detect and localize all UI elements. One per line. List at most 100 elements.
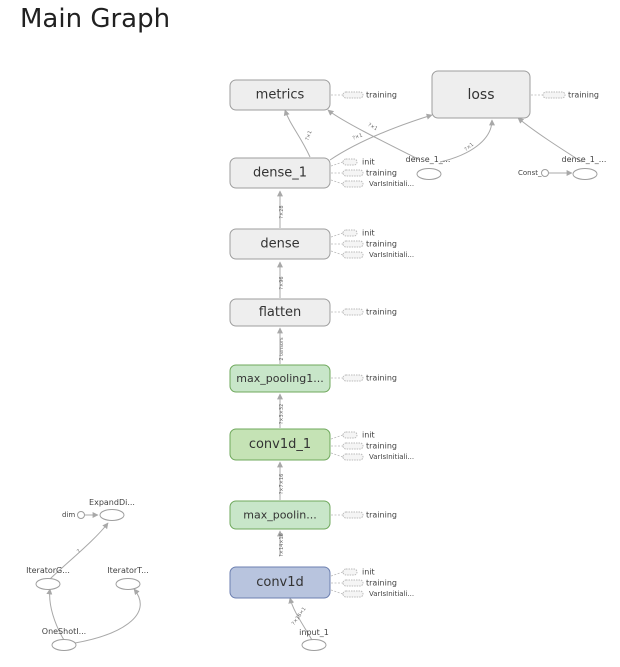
edge-label-pool-to-flatten: 2 tensors — [279, 337, 285, 361]
node-flatten[interactable]: flatten — [229, 298, 331, 327]
side-link — [330, 434, 344, 440]
aux-node-const-2[interactable]: Const_2 — [518, 169, 549, 177]
aux-node-dim-shape[interactable] — [77, 511, 85, 519]
side-node-icon — [342, 240, 364, 248]
side-label-varis: VarIsInitiali... — [369, 180, 414, 188]
node-conv1d-label: conv1d — [256, 575, 304, 590]
node-dense-1-label: dense_1 — [253, 166, 307, 181]
node-conv1d-1[interactable]: conv1d_1 — [229, 428, 331, 461]
aux-node-expand-dims-shape[interactable] — [99, 509, 125, 521]
node-conv1d-1-label: conv1d_1 — [249, 437, 311, 452]
side-node-icon — [342, 374, 364, 382]
aux-node-expand-dims[interactable]: ExpandDi... — [89, 498, 135, 521]
side-label-training: training — [366, 308, 397, 317]
node-metrics[interactable]: metrics — [229, 79, 331, 111]
aux-node-input-1[interactable]: input_1 — [299, 628, 329, 651]
aux-node-dim-label: dim — [62, 511, 75, 519]
edge-label-flatten-to-dense: ?×96 — [279, 276, 285, 289]
node-dense-1-box[interactable] — [229, 157, 331, 189]
side-node-icon — [342, 511, 364, 519]
edge-densea-to-loss — [439, 119, 495, 163]
edge-input-to-conv1d — [288, 597, 313, 641]
side-node-icon — [342, 308, 364, 316]
node-conv1d-box[interactable] — [229, 566, 331, 599]
aux-node-one-shot[interactable]: OneShotI... — [42, 627, 86, 651]
side-link — [330, 589, 344, 595]
side-label-training: training — [366, 374, 397, 383]
side-link — [330, 161, 344, 167]
side-node-icon — [342, 229, 358, 237]
edge-label-loss-in-b: ?×1 — [464, 142, 476, 153]
aux-node-iterator-g[interactable]: IteratorG... — [26, 566, 70, 590]
aux-node-iterator-t-label: IteratorT... — [107, 566, 149, 575]
aux-node-dense-1-a[interactable]: dense_1_... — [406, 155, 451, 180]
edge-label-iter-to-expand: ? — [76, 548, 83, 554]
node-conv1d[interactable]: conv1d — [229, 566, 331, 599]
node-dense-box[interactable] — [229, 228, 331, 260]
edge-label-dense-to-dense1: ?×28 — [279, 205, 285, 218]
edge-oneshot-to-iterg — [46, 588, 65, 641]
edge-label-input-to-conv: ?×16×1 — [291, 606, 308, 626]
side-label-training: training — [366, 511, 397, 520]
side-link — [330, 571, 344, 577]
side-label-training: training — [366, 240, 397, 249]
side-link — [330, 452, 344, 458]
edge-iterg-to-expand — [49, 522, 109, 580]
aux-node-dense-1-b-label: dense_1_... — [562, 155, 607, 164]
edge-dense1-to-metrics — [283, 109, 311, 158]
aux-node-expand-dims-label: ExpandDi... — [89, 498, 135, 507]
node-dense-label: dense — [260, 237, 299, 252]
side-label-training: training — [366, 579, 397, 588]
node-max-pooling1-label: max_pooling1... — [236, 372, 323, 385]
side-label-training: training — [366, 91, 397, 100]
node-max-pooling-label: max_poolin... — [243, 509, 316, 522]
node-loss-label: loss — [467, 87, 494, 103]
node-loss-box[interactable] — [431, 70, 531, 119]
aux-node-iterator-t[interactable]: IteratorT... — [107, 566, 149, 590]
aux-node-const-2-label: Const_2 — [518, 169, 546, 177]
node-max-pooling1-box[interactable] — [229, 364, 331, 393]
side-label-init: init — [362, 229, 375, 238]
node-max-pooling-box[interactable] — [229, 500, 331, 530]
aux-node-input-1-shape[interactable] — [301, 639, 327, 651]
side-label-varis: VarIsInitiali... — [369, 453, 414, 461]
node-flatten-box[interactable] — [229, 298, 331, 327]
node-max-pooling1[interactable]: max_pooling1... — [229, 364, 331, 393]
side-label-init: init — [362, 568, 375, 577]
side-label-varis: VarIsInitiali... — [369, 590, 414, 598]
aux-node-dense-1-b-shape[interactable] — [572, 168, 598, 180]
aux-node-const-2-shape[interactable] — [541, 169, 549, 177]
page-title: Main Graph — [20, 4, 171, 34]
edge-oneshot-to-itert — [74, 588, 141, 644]
side-label-training: training — [366, 169, 397, 178]
aux-node-iterator-t-shape[interactable] — [115, 578, 141, 590]
aux-node-dim[interactable]: dim — [62, 511, 85, 519]
aux-node-one-shot-label: OneShotI... — [42, 627, 86, 636]
aux-node-dense-1-a-label: dense_1_... — [406, 155, 451, 164]
side-link — [330, 250, 344, 256]
node-conv1d-1-box[interactable] — [229, 428, 331, 461]
node-metrics-box[interactable] — [229, 79, 331, 111]
edge-label-loss-in-a: ?×1 — [352, 133, 363, 142]
node-max-pooling[interactable]: max_poolin... — [229, 500, 331, 530]
node-dense-1[interactable]: dense_1 — [229, 157, 331, 189]
aux-node-dense-1-b[interactable]: dense_1_... — [562, 155, 607, 180]
side-label-init: init — [362, 431, 375, 440]
side-node-icon — [342, 453, 364, 461]
node-flatten-label: flatten — [259, 305, 302, 320]
side-node-icon — [342, 568, 358, 576]
edge-denseb-to-loss — [517, 117, 583, 163]
node-dense[interactable]: dense — [229, 228, 331, 260]
edge-dense1-to-loss — [329, 113, 433, 161]
edges — [46, 109, 583, 644]
aux-node-one-shot-shape[interactable] — [51, 639, 77, 651]
aux-node-iterator-g-shape[interactable] — [35, 578, 61, 590]
side-node-icon — [342, 91, 364, 99]
side-link — [330, 179, 344, 185]
aux-node-dense-1-a-shape[interactable] — [416, 168, 442, 180]
side-node-icon — [342, 579, 364, 587]
side-node-icon — [342, 442, 364, 450]
node-loss[interactable]: loss — [431, 70, 531, 119]
edge-label-metrics-sq: ?×1 — [367, 122, 379, 132]
